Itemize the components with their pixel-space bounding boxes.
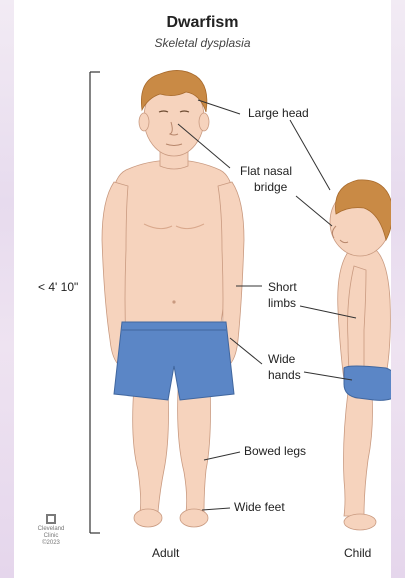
adult-left-leg — [133, 386, 169, 512]
caption-adult: Adult — [152, 546, 179, 560]
cleveland-clinic-logo: Cleveland Clinic ©2023 — [36, 514, 66, 547]
label-short-limbs-line1: Short — [268, 280, 297, 295]
label-short-limbs-line2: limbs — [268, 296, 296, 311]
adult-torso — [112, 160, 234, 330]
label-bowed-legs: Bowed legs — [244, 444, 306, 459]
height-label: < 4' 10" — [38, 280, 78, 294]
height-bracket — [90, 72, 100, 533]
leader-large-head-child — [290, 120, 330, 190]
label-wide-feet: Wide feet — [234, 500, 285, 515]
logo-square-icon — [46, 514, 56, 524]
label-flat-nasal-line1: Flat nasal — [240, 164, 292, 179]
adult-shorts — [114, 322, 234, 400]
label-large-head: Large head — [248, 106, 309, 121]
leader-wide-feet — [202, 508, 230, 510]
adult-left-foot — [134, 509, 162, 527]
label-flat-nasal-line2: bridge — [254, 180, 287, 195]
illustration-panel: Dwarfism Skeletal dysplasia — [14, 0, 391, 578]
child-leg — [344, 392, 373, 516]
child-shorts — [344, 366, 391, 400]
child-figure — [330, 180, 391, 530]
adult-figure — [102, 70, 244, 527]
child-foot — [344, 514, 376, 530]
adult-right-leg — [178, 386, 211, 512]
leader-flat-nasal-child — [296, 196, 332, 226]
label-wide-hands-line1: Wide — [268, 352, 295, 367]
adult-right-foot — [180, 509, 208, 527]
leader-bowed-legs — [204, 452, 240, 460]
label-wide-hands-line2: hands — [268, 368, 301, 383]
caption-child: Child — [344, 546, 371, 560]
